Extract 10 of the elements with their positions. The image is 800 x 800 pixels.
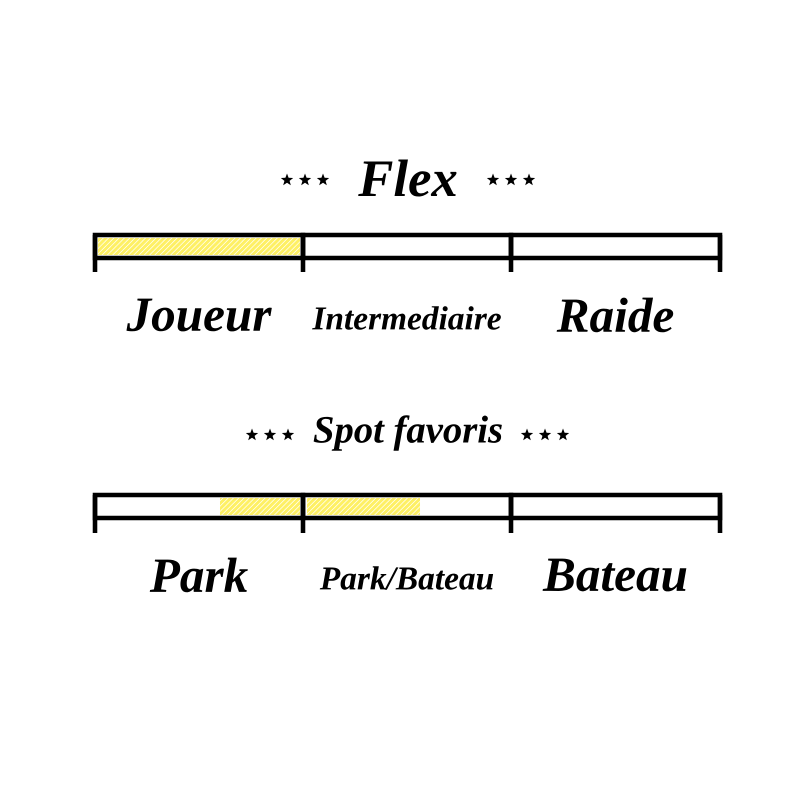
scale-label: Intermediaire [312, 306, 501, 330]
scale-label: Joueur [126, 298, 272, 332]
scale-segment [508, 232, 722, 260]
scale-segment [508, 492, 722, 520]
scale-label: Park [150, 558, 248, 592]
scale-label: Raide [556, 298, 674, 332]
heading: Spot favoris [314, 415, 502, 451]
scale-label: Park/Bateau [320, 566, 494, 590]
scale-label: Bateau [542, 558, 686, 592]
heading: Flex [358, 159, 457, 197]
